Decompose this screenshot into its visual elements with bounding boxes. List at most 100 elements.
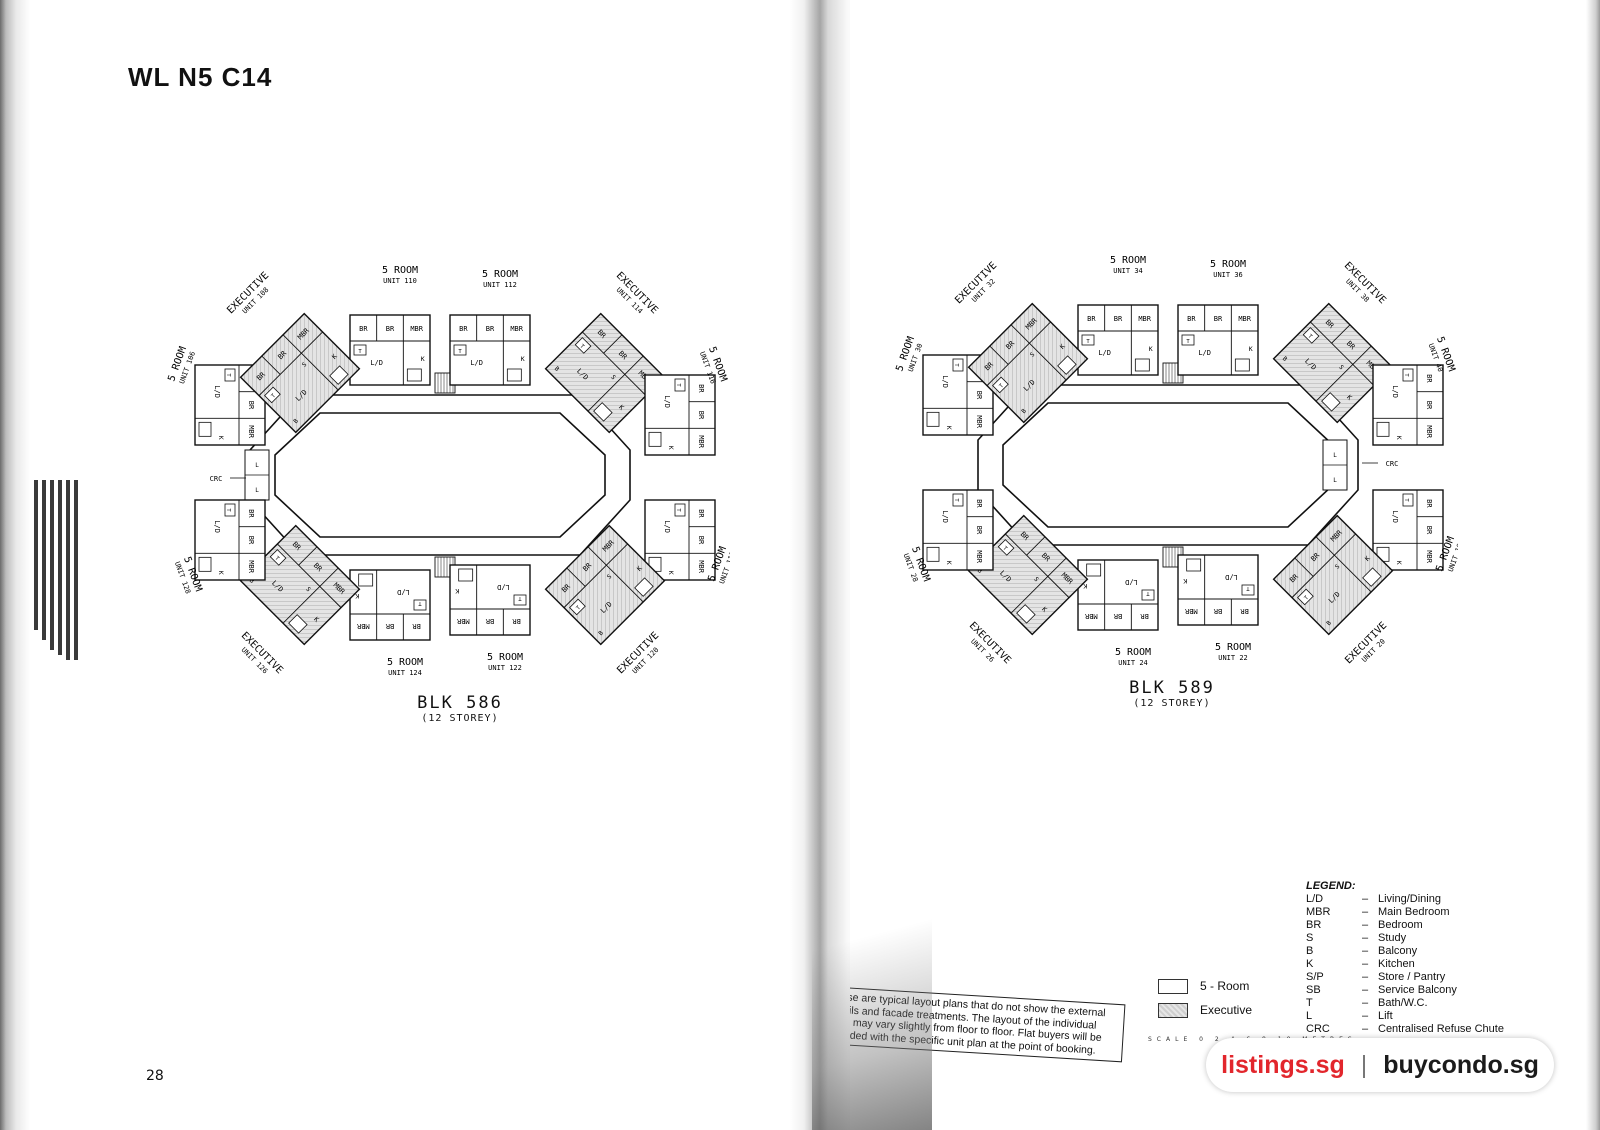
room-label: K	[1395, 436, 1403, 440]
room-label: BR	[1114, 315, 1123, 323]
unit-number: UNIT 122	[488, 664, 522, 672]
room-label: S	[1334, 563, 1342, 571]
lift-core: LL	[244, 449, 270, 501]
legend-dash: –	[1361, 997, 1369, 1009]
room-label: S	[1032, 576, 1040, 584]
legend-desc: Lift	[1378, 1010, 1393, 1022]
room-label: BR	[697, 509, 705, 518]
room-label: T	[1403, 498, 1409, 502]
page-shadow	[812, 860, 932, 1130]
room-label: BR	[459, 325, 468, 333]
legend-abbr: BR	[1306, 919, 1322, 931]
key-five-room-label: 5 - Room	[1200, 979, 1250, 993]
unit-number: UNIT 110	[383, 277, 417, 285]
room-label: L/D	[213, 385, 221, 398]
lift-label: L	[1333, 452, 1337, 459]
room-label: BR	[247, 401, 255, 410]
legend-desc: Kitchen	[1378, 958, 1415, 970]
room-label: MBR	[247, 425, 255, 438]
room-label: T	[1186, 339, 1190, 345]
room-label: K	[330, 352, 338, 360]
legend-row: B–Balcony	[1306, 945, 1504, 958]
unit-outline	[1272, 514, 1394, 636]
room-label: K	[421, 355, 425, 363]
unit-number: UNIT 34	[1113, 267, 1143, 275]
lift-label: L	[1333, 477, 1337, 484]
legend-row: S/P–Store / Pantry	[1306, 971, 1504, 984]
room-label: BR	[1425, 374, 1433, 383]
crc-label: CRC	[1386, 460, 1399, 468]
legend-abbr: SB	[1306, 984, 1321, 996]
lift-core: LL	[1322, 439, 1348, 491]
room-label: T	[999, 383, 1006, 390]
unit-outline	[544, 312, 666, 434]
legend-desc: Living/Dining	[1378, 893, 1441, 905]
watermark-badge: listings.sg | buycondo.sg	[1206, 1038, 1554, 1092]
legend-desc: Balcony	[1378, 945, 1418, 957]
room-label: MBR	[456, 617, 469, 625]
room-label: K	[355, 592, 359, 600]
executive-swatch	[1158, 1002, 1188, 1018]
room-label: BR	[1425, 401, 1433, 410]
legend-dash: –	[1361, 1010, 1369, 1022]
page-edge-right	[1586, 0, 1600, 1130]
unit-outline	[1372, 489, 1444, 571]
room-label: K	[217, 571, 225, 575]
unit-type: 5 ROOM	[487, 652, 523, 663]
room-label: S	[1029, 351, 1037, 359]
room-label: BR	[486, 325, 495, 333]
room-label: K	[1345, 393, 1353, 401]
unit-outline	[544, 524, 666, 646]
room-label: T	[953, 363, 959, 367]
unit-type: 5 ROOM	[1115, 647, 1151, 658]
room-label: T	[675, 508, 681, 512]
page-edge-left	[0, 0, 30, 1130]
unit-outline	[1272, 302, 1394, 424]
legend-desc: Bath/W.C.	[1378, 997, 1428, 1009]
room-label: MBR	[510, 325, 523, 333]
room-label: K	[1395, 561, 1403, 565]
room-label: MBR	[1138, 315, 1151, 323]
legend-desc: Store / Pantry	[1378, 971, 1446, 983]
room-label: K	[1083, 582, 1087, 590]
legend-desc: Bedroom	[1378, 919, 1423, 931]
legend-abbr: L/D	[1306, 893, 1324, 905]
room-label: K	[1149, 345, 1153, 353]
unit-outline	[967, 302, 1089, 424]
room-label: BR	[1213, 607, 1222, 615]
room-label: BR	[247, 509, 255, 518]
legend-row: BR–Bedroom	[1306, 919, 1504, 932]
room-label: K	[945, 426, 953, 430]
room-label: BR	[1087, 315, 1096, 323]
crc-label: CRC	[210, 475, 223, 483]
room-label: BR	[975, 391, 983, 400]
refuse-chute: CRC	[1362, 460, 1398, 468]
page-tabs	[34, 480, 84, 660]
room-label: T	[1146, 590, 1150, 596]
room-label: T	[225, 508, 231, 512]
room-label: T	[1086, 339, 1090, 345]
room-label: BR	[1425, 526, 1433, 535]
block-caption-589: BLK 589 (12 STOREY)	[1092, 678, 1252, 709]
room-label: T	[1001, 546, 1008, 553]
room-label: T	[271, 393, 278, 400]
unit-outline	[644, 374, 716, 456]
five-room-swatch	[1158, 978, 1188, 994]
legend-desc: Service Balcony	[1378, 984, 1457, 996]
